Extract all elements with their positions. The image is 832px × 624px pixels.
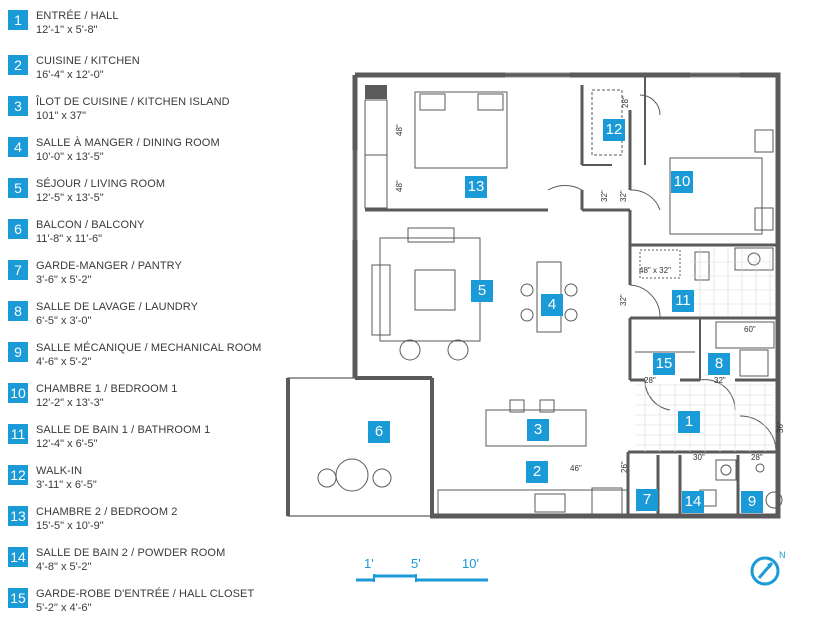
legend-room-dimensions: 12'-2" x 13'-3": [36, 397, 104, 409]
room-badge-balcony: 6: [368, 421, 390, 443]
dimension-label: 48": [395, 124, 404, 136]
legend-room-name: SALLE DE BAIN 1 / BATHROOM 1: [36, 424, 211, 436]
room-badge-pantry: 7: [636, 489, 658, 511]
legend-room-dimensions: 10'-0" x 13'-5": [36, 151, 104, 163]
legend-room-dimensions: 4'-8" x 5'-2": [36, 561, 92, 573]
legend-number-badge: 12: [8, 465, 28, 485]
legend-number-badge: 15: [8, 588, 28, 608]
compass-north-label: N: [779, 550, 786, 560]
legend-room-dimensions: 4'-6" x 5'-2": [36, 356, 92, 368]
legend-room-dimensions: 12'-1" x 5'-8": [36, 24, 98, 36]
dimension-label: 32": [619, 190, 628, 202]
legend-number-badge: 3: [8, 96, 28, 116]
dimension-label: 60": [744, 325, 756, 334]
room-badge-dining-room: 4: [541, 294, 563, 316]
legend-number-badge: 1: [8, 10, 28, 30]
legend-number-badge: 9: [8, 342, 28, 362]
legend-room-dimensions: 3'-6" x 5'-2": [36, 274, 92, 286]
room-badge-bathroom-1: 11: [672, 290, 694, 312]
dimension-label: 36": [776, 421, 785, 433]
legend-room-dimensions: 101" x 37": [36, 110, 87, 122]
legend-room-name: CHAMBRE 2 / BEDROOM 2: [36, 506, 178, 518]
legend-number-badge: 10: [8, 383, 28, 403]
legend-room-name: SALLE DE LAVAGE / LAUNDRY: [36, 301, 199, 313]
legend-room-name: SALLE À MANGER / DINING ROOM: [36, 137, 220, 149]
scale-bar: 1' 5' 10': [354, 556, 494, 586]
legend-room-name: ÎLOT DE CUISINE / KITCHEN ISLAND: [36, 96, 230, 108]
dimension-label: 46": [570, 464, 582, 473]
legend-room-name: ENTRÉE / HALL: [36, 10, 119, 22]
legend-number-badge: 2: [8, 55, 28, 75]
legend-number-badge: 5: [8, 178, 28, 198]
legend-room-name: CHAMBRE 1 / BEDROOM 1: [36, 383, 178, 395]
legend-number-badge: 4: [8, 137, 28, 157]
dimension-label: 48" x 32": [639, 266, 671, 275]
legend-number-badge: 14: [8, 547, 28, 567]
room-badge-hall: 1: [678, 411, 700, 433]
legend-room-dimensions: 16'-4" x 12'-0": [36, 69, 104, 81]
legend-room-dimensions: 6'-5" x 3'-0": [36, 315, 92, 327]
legend-room-dimensions: 15'-5" x 10'-9": [36, 520, 104, 532]
room-badge-mechanical-room: 9: [741, 491, 763, 513]
legend-room-dimensions: 5'-2" x 4'-6": [36, 602, 92, 614]
north-compass-icon: [750, 556, 780, 586]
room-badge-living-room: 5: [471, 280, 493, 302]
legend-room-name: GARDE-MANGER / PANTRY: [36, 260, 182, 272]
dimension-label: 30": [693, 453, 705, 462]
dimension-label: 26": [620, 461, 629, 473]
legend-number-badge: 13: [8, 506, 28, 526]
room-badge-bedroom-2: 13: [465, 176, 487, 198]
legend-room-name: GARDE-ROBE D'ENTRÉE / HALL CLOSET: [36, 588, 255, 600]
legend-room-name: CUISINE / KITCHEN: [36, 55, 140, 67]
legend-number-badge: 7: [8, 260, 28, 280]
legend-room-dimensions: 12'-4" x 6'-5": [36, 438, 98, 450]
room-badge-hall-closet: 15: [653, 353, 675, 375]
dimension-label: 48": [395, 180, 404, 192]
legend-room-name: SALLE MÉCANIQUE / MECHANICAL ROOM: [36, 342, 262, 354]
legend-room-dimensions: 12'-5" x 13'-5": [36, 192, 104, 204]
dimension-label: 28": [751, 453, 763, 462]
room-badge-walk-in: 12: [603, 119, 625, 141]
legend-room-dimensions: 3'-11" x 6'-5": [36, 479, 97, 491]
legend-number-badge: 11: [8, 424, 28, 444]
dimension-label: 32": [600, 190, 609, 202]
room-badge-laundry: 8: [708, 353, 730, 375]
scale-label: 5': [411, 556, 421, 571]
room-badge-kitchen-island: 3: [527, 419, 549, 441]
scale-bar-graphic: [356, 574, 488, 582]
room-badge-bedroom-1: 10: [671, 171, 693, 193]
dimension-label: 32": [714, 376, 726, 385]
scale-label: 1': [364, 556, 374, 571]
legend-room-name: WALK-IN: [36, 465, 83, 477]
dimension-label: 32": [619, 294, 628, 306]
legend-room-dimensions: 11'-8" x 11'-6": [36, 233, 103, 245]
room-badge-kitchen: 2: [526, 461, 548, 483]
dimension-label: 28": [644, 376, 656, 385]
legend-room-name: BALCON / BALCONY: [36, 219, 145, 231]
dimension-label: 28": [621, 96, 630, 108]
room-badge-powder-room: 14: [682, 491, 704, 513]
legend-number-badge: 8: [8, 301, 28, 321]
scale-label: 10': [462, 556, 479, 571]
legend-room-name: SÉJOUR / LIVING ROOM: [36, 178, 166, 190]
legend-number-badge: 6: [8, 219, 28, 239]
legend-room-name: SALLE DE BAIN 2 / POWDER ROOM: [36, 547, 226, 559]
